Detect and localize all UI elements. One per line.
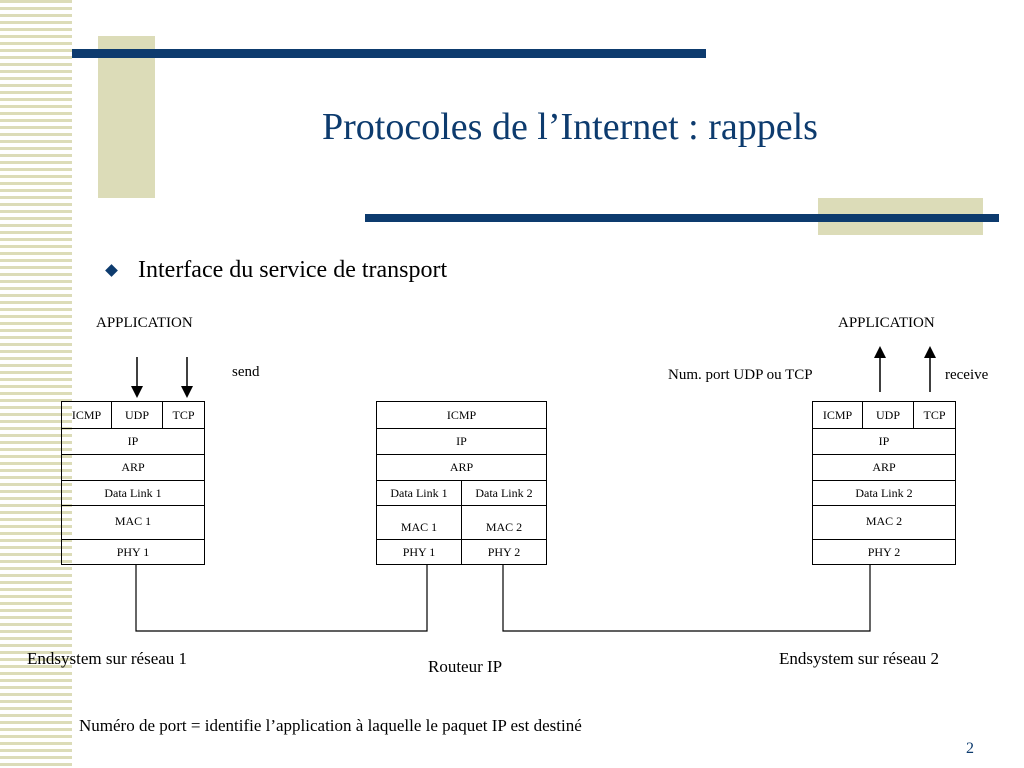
left-datalink: Data Link 1 (62, 481, 204, 506)
router-mac-2: MAC 2 (485, 520, 523, 534)
right-mac: MAC 2 (865, 514, 903, 528)
left-ip: IP (62, 429, 204, 455)
decorative-line-mid (365, 214, 999, 222)
left-arp: ARP (62, 455, 204, 481)
left-tcp: TCP (172, 407, 195, 422)
decorative-block-top (98, 36, 155, 198)
page-title: Protocoles de l’Internet : rappels (322, 106, 818, 148)
send-label: send (232, 364, 260, 380)
wire-network-1 (135, 564, 428, 632)
left-protocol-stack: ICMP UDP TCP IP ARP Data Link 1 MAC 1 PH… (61, 401, 205, 565)
router-caption: Routeur IP (428, 657, 503, 676)
footnote: Numéro de port = identifie l’application… (79, 716, 582, 735)
right-phy: PHY 2 (867, 544, 901, 559)
left-application-label: APPLICATION (96, 315, 193, 331)
left-phy: PHY 1 (116, 544, 150, 559)
wire-network-2 (502, 564, 871, 632)
router-phy-2: PHY 2 (487, 544, 521, 559)
router-ip: IP (377, 429, 546, 455)
router-phy-1: PHY 1 (377, 540, 462, 564)
right-application-label: APPLICATION (838, 315, 935, 331)
router-icmp: ICMP (377, 402, 546, 429)
decorative-line-top (72, 49, 706, 58)
router-protocol-stack: ICMP IP ARP Data Link 1 Data Link 2 MAC … (376, 401, 547, 565)
right-protocol-stack: ICMP UDP TCP IP ARP Data Link 2 MAC 2 PH… (812, 401, 956, 565)
bullet-text: Interface du service de transport (138, 257, 448, 283)
right-tcp: TCP (923, 407, 946, 422)
port-number-label: Num. port UDP ou TCP (668, 367, 813, 383)
router-datalink-1: Data Link 1 (377, 481, 462, 505)
router-arp: ARP (377, 455, 546, 481)
left-caption: Endsystem sur réseau 1 (27, 649, 188, 668)
right-caption: Endsystem sur réseau 2 (779, 649, 940, 668)
left-icmp: ICMP (62, 402, 112, 428)
left-udp: UDP (112, 402, 163, 428)
right-datalink: Data Link 2 (813, 481, 955, 506)
decorative-stripes (0, 0, 72, 768)
right-arp: ARP (813, 455, 955, 481)
router-datalink-2: Data Link 2 (475, 485, 533, 500)
left-mac: MAC 1 (114, 514, 152, 528)
page-number: 2 (966, 740, 974, 757)
right-ip: IP (813, 429, 955, 455)
right-udp: UDP (863, 402, 914, 428)
router-mac-1: MAC 1 (377, 506, 462, 539)
right-icmp: ICMP (813, 402, 863, 428)
receive-label: receive (945, 367, 989, 383)
